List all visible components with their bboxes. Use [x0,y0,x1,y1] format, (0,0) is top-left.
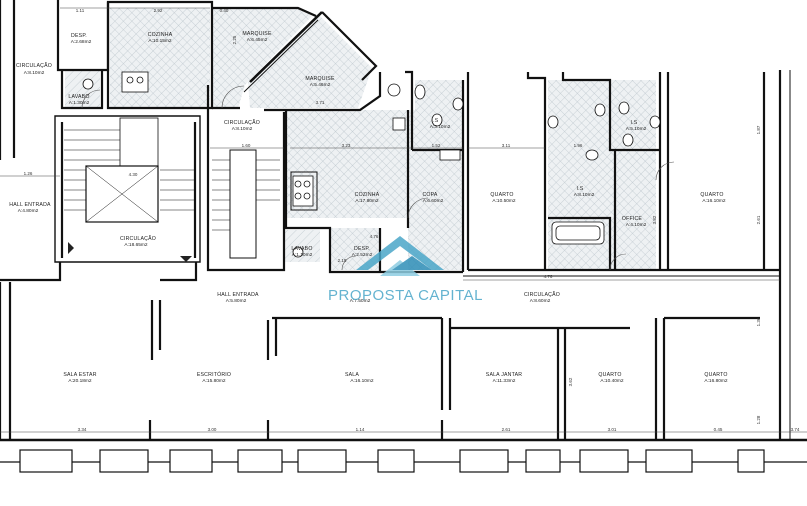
room-area-marquise-1: A:6.45m2 [247,37,268,43]
room-name-lavabo-mid: LAVABO [291,246,312,252]
dimension-label: 3.82 [652,215,657,224]
room-area-cozinha-mid: A:17.80m2 [355,198,379,204]
room-area-circ-top-left: A:8.10m2 [24,70,45,76]
room-area-lavabo-top: A:1.30m2 [69,100,90,106]
room-name-sala: SALA [345,372,359,378]
dimension-label: 3.00 [208,427,217,432]
room-name-desp-mid: DESP. [354,246,370,252]
room-name-is-top: I.S [432,118,439,124]
room-name-sala-estar: SALA ESTAR [63,372,96,378]
room-area-quarto-3: A:10.40m2 [600,378,624,384]
room-area-cozinha-top: A:10.15m2 [148,38,172,44]
room-name-desp: DESP. [71,33,87,39]
dimension-label: 1.87 [756,125,761,134]
room-name-lavabo-top: LAVABO [68,94,89,100]
dimension-label: 1.28 [756,415,761,424]
dimension-label: 1.96 [574,143,583,148]
dimension-label: 4.76 [544,274,553,279]
room-area-circ-stair: A:18.65m2 [124,242,148,248]
room-area-lavabo-mid: A:1.10m2 [292,252,313,258]
room-area-sala-jantar: A:11.33m2 [493,378,516,384]
room-name-marquise-1: MARQUISE [242,31,272,37]
room-area-office: A:4.10m2 [626,222,647,228]
dimension-label: 1.26 [24,171,33,176]
room-name-quarto-1: QUARTO [490,192,513,198]
room-name-cozinha-mid: COZINHA [355,192,380,198]
entrance-arrows [68,242,192,262]
room-area-hall-center: A:5.80m2 [226,298,247,304]
room-area-desp: A:2.68m2 [71,39,92,45]
room-area-hall-left: A:4.80m2 [18,208,39,214]
room-name-circ-mid: CIRCULAÇÃO [224,119,260,126]
room-area-quarto-2: A:16.10m2 [702,198,726,204]
room-area-quarto-1: A:10.50m2 [492,198,516,204]
dimension-label: 2.19 [338,258,347,263]
room-name-hall-center: HALL ENTRADA [217,292,259,298]
room-area-desp-mid: A:2.52m2 [352,252,373,258]
dimension-label: 2.92 [154,8,163,13]
dimension-label: 3.23 [342,143,351,148]
watermark-logo-icon [356,236,444,276]
dimension-label: 1.52 [432,143,441,148]
room-name-quarto-2: QUARTO [700,192,723,198]
dimension-label: 2.61 [502,427,511,432]
dimension-label: 2.61 [756,215,761,224]
walls [0,0,807,463]
dimension-label: 1.11 [76,8,85,13]
room-area-is-right: A:5.10m2 [626,126,647,132]
dimension-label: 4.30 [129,172,138,177]
room-area-escritorio: A:15.80m2 [202,378,226,384]
facade-windows [19,449,765,473]
dimension-label: 3.01 [608,427,617,432]
room-name-circ-top-left: CIRCULAÇÃO [16,62,52,69]
dimension-label: 3.34 [78,427,87,432]
dimension-label: 1.36 [756,317,761,326]
fixtures [82,71,661,258]
room-area-sala-estar: A:20.18m2 [68,378,92,384]
dimension-label: 1.14 [356,427,365,432]
room-area-hall-small: A:7.50m2 [350,298,371,304]
room-name-sala-jantar: SALA JANTAR [486,372,522,378]
dimension-label: 1.60 [242,143,251,148]
room-area-circ-mid: A:8.10m2 [232,126,253,132]
dimension-label: 4.76 [370,234,379,239]
dimension-labels: 1.11 2.92 0.40 2.25 1.26 4.30 1.60 3.23 … [24,8,800,432]
room-name-escritorio: ESCRITÓRIO [197,371,231,378]
dimension-lines [0,7,807,433]
room-name-is-big: I.S [577,186,584,192]
room-name-marquise-2: MARQUISE [305,76,335,82]
dimension-label: 3.62 [568,377,573,386]
room-area-is-big: A:8.10m2 [574,192,595,198]
room-area-copa: A:6.60m2 [423,198,444,204]
dimension-label: 3.71 [316,100,325,105]
room-name-quarto-4: QUARTO [704,372,727,378]
room-labels: CIRCULAÇÃO A:8.10m2 DESP. A:2.68m2 LAVAB… [9,31,728,384]
watermark-text: PROPOSTA CAPITAL [328,287,483,304]
dimension-label: 2.25 [232,35,237,44]
watermark: PROPOSTA CAPITAL [328,236,483,304]
room-area-marquise-2: A:5.46m2 [310,82,331,88]
room-area-circ-right: A:8.60m2 [530,298,551,304]
room-name-is-right: I.S [631,120,638,126]
room-name-cozinha-top: COZINHA [148,32,173,38]
dimension-label: 0.45 [714,427,723,432]
dimension-label: 3.74 [791,427,800,432]
room-name-circ-stair: CIRCULAÇÃO [120,235,156,242]
room-area-is-top: A:3.10m2 [430,124,451,130]
room-area-quarto-4: A:16.80m2 [704,378,728,384]
dimension-label: 0.40 [220,8,229,13]
room-name-hall-left: HALL ENTRADA [9,202,51,208]
room-name-circ-right: CIRCULAÇÃO [524,291,560,298]
room-name-copa: COPA [422,192,437,198]
room-area-sala: A:16.10m2 [350,378,374,384]
room-name-office: OFFICE [622,216,643,222]
room-name-quarto-3: QUARTO [598,372,621,378]
door-swings [81,85,675,271]
dimension-label: 3.11 [502,143,511,148]
